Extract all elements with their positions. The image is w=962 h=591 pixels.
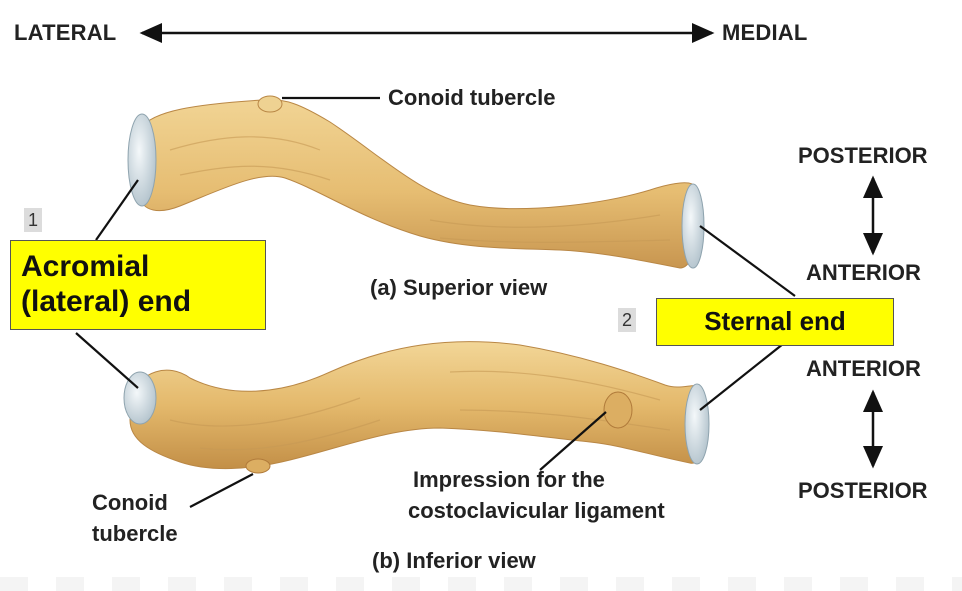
acromial-articular-surface-bottom (123, 371, 157, 425)
sternal-end-callout: Sternal end (656, 298, 894, 346)
conoid-tubercle-bottom (245, 458, 271, 474)
clavicle-inferior-view (123, 341, 710, 474)
costoclavicular-impression (603, 391, 633, 429)
conoid-tubercle-label-top: Conoid tubercle (388, 85, 556, 110)
impression-label-line1: Impression for the (413, 467, 605, 492)
impression-label-line2: costoclavicular ligament (408, 498, 665, 523)
inferior-view-caption: (b) Inferior view (372, 548, 536, 573)
conoid-tubercle-label-bottom-line2: tubercle (92, 521, 178, 546)
anterior-label-bottom: ANTERIOR (806, 356, 921, 381)
medial-label: MEDIAL (722, 20, 808, 45)
sternal-articular-surface-bottom (684, 383, 710, 465)
conoid-tubercle-label-bottom-line1: Conoid (92, 490, 168, 515)
acromial-end-callout-line2: (lateral) end (21, 285, 192, 319)
lateral-label: LATERAL (14, 20, 117, 45)
callout-number-1: 1 (24, 208, 42, 232)
anterior-label-top: ANTERIOR (806, 260, 921, 285)
posterior-label-top: POSTERIOR (798, 143, 928, 168)
background-pattern (0, 577, 962, 591)
acromial-end-callout: Acromial (lateral) end (10, 240, 266, 330)
acromial-articular-surface-top (127, 113, 157, 207)
sternal-articular-surface-top (681, 183, 705, 269)
superior-view-caption: (a) Superior view (370, 275, 548, 300)
posterior-label-bottom: POSTERIOR (798, 478, 928, 503)
clavicle-superior-view (127, 95, 705, 269)
leader-lines (75, 96, 796, 508)
acromial-end-callout-line1: Acromial (21, 250, 150, 283)
callout-number-2: 2 (618, 308, 636, 332)
conoid-tubercle-top (257, 95, 283, 113)
